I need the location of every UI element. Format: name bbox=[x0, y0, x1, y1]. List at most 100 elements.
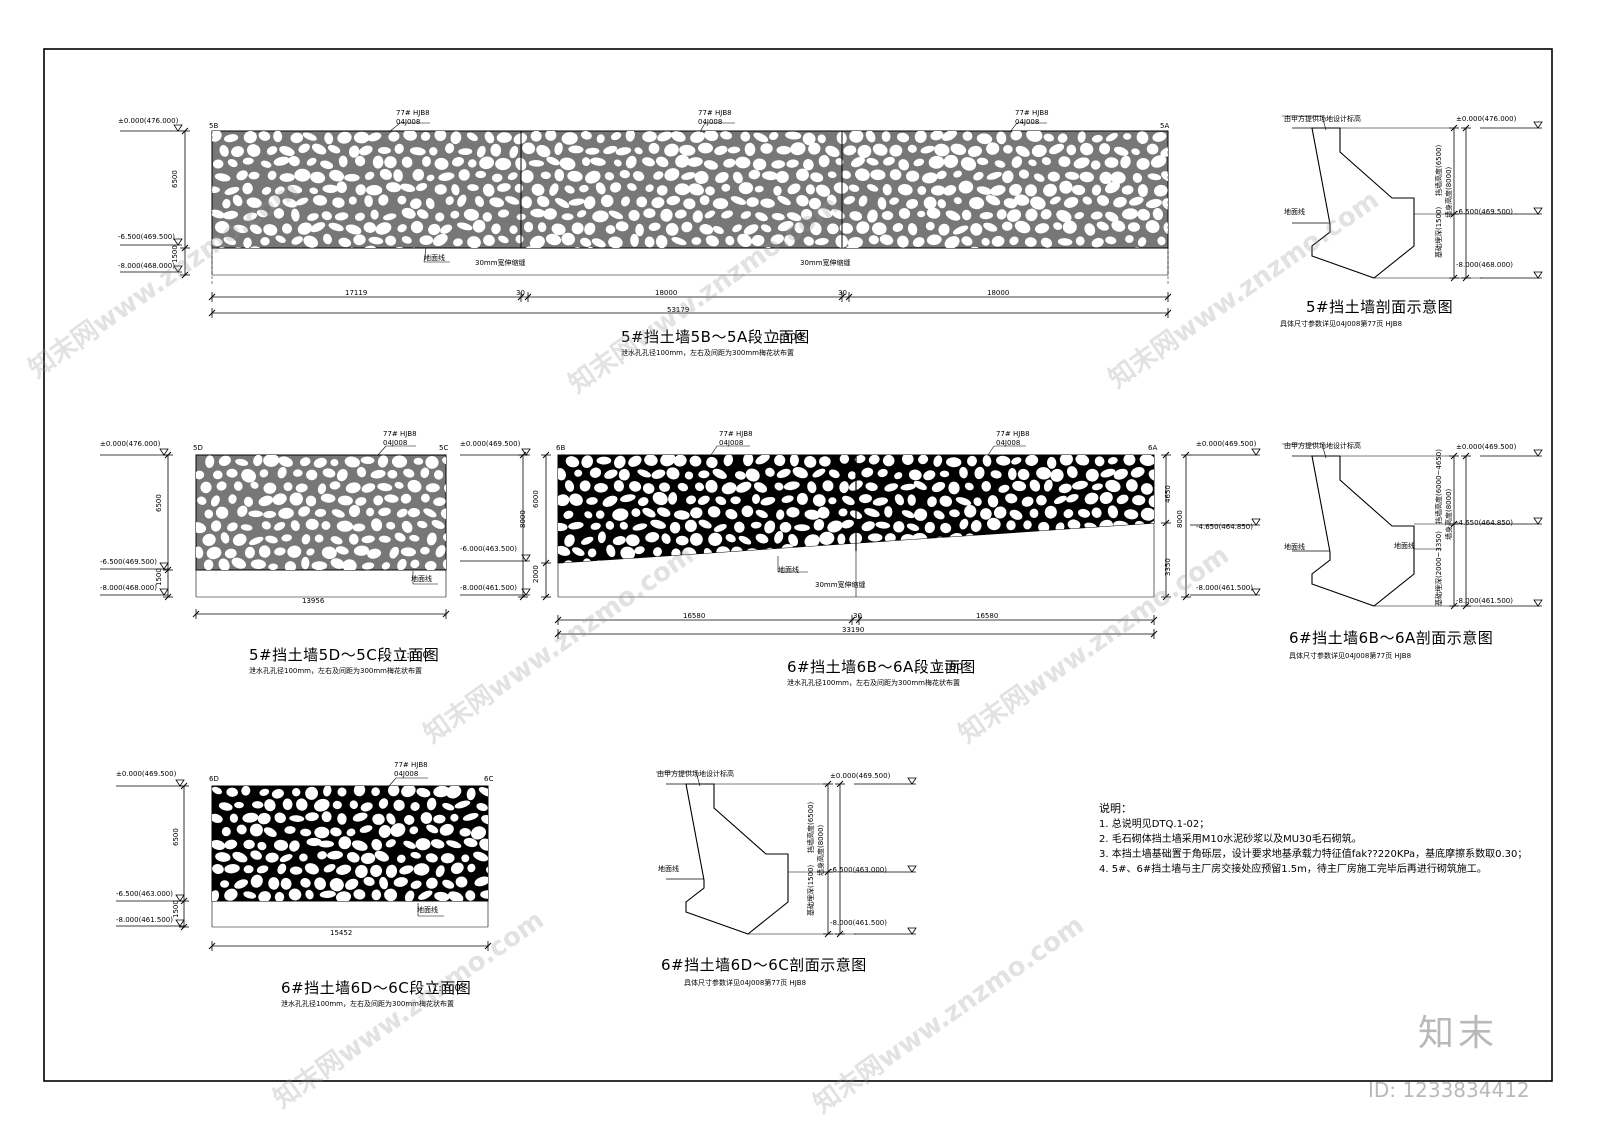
stone bbox=[420, 467, 430, 479]
p7-profile bbox=[685, 783, 789, 935]
leader bbox=[695, 771, 701, 787]
stone bbox=[973, 171, 984, 181]
p4-elev-top-l: ±0.000(469.500) bbox=[460, 440, 521, 448]
stone bbox=[976, 133, 993, 145]
stone bbox=[744, 142, 756, 156]
stone bbox=[804, 534, 820, 548]
stone bbox=[803, 159, 814, 171]
stone bbox=[919, 248, 935, 257]
stone bbox=[907, 144, 917, 153]
dim-slash bbox=[1462, 452, 1470, 460]
stone bbox=[1120, 155, 1131, 169]
stone bbox=[227, 159, 238, 168]
stone bbox=[734, 471, 746, 480]
stone bbox=[690, 507, 703, 519]
stone bbox=[523, 221, 534, 233]
stone bbox=[338, 836, 352, 850]
stone bbox=[737, 233, 752, 247]
stone bbox=[930, 185, 946, 196]
stone bbox=[762, 171, 778, 181]
stone bbox=[896, 132, 910, 143]
stone bbox=[232, 194, 243, 207]
stone bbox=[764, 520, 776, 534]
stone bbox=[723, 455, 734, 467]
stone bbox=[244, 546, 255, 559]
leader bbox=[388, 777, 397, 787]
stone bbox=[359, 825, 373, 833]
stone bbox=[962, 131, 973, 141]
stone bbox=[206, 546, 222, 560]
stone bbox=[897, 235, 909, 248]
stone bbox=[212, 839, 226, 851]
stone bbox=[336, 520, 353, 532]
stone bbox=[275, 235, 286, 243]
stone bbox=[425, 198, 435, 209]
stone bbox=[513, 133, 528, 145]
stone bbox=[393, 877, 408, 887]
stone bbox=[1113, 468, 1128, 480]
stone bbox=[551, 223, 566, 236]
stone bbox=[805, 184, 815, 195]
stone bbox=[1099, 492, 1113, 504]
stone bbox=[442, 879, 455, 889]
stone bbox=[589, 467, 602, 478]
p1-elev-bot: -8.000(468.000) bbox=[118, 262, 175, 270]
stone bbox=[934, 143, 950, 157]
stone bbox=[539, 249, 549, 259]
stone bbox=[801, 208, 813, 220]
stone bbox=[473, 851, 488, 862]
stone bbox=[596, 134, 605, 144]
stone bbox=[830, 209, 845, 220]
stone bbox=[1127, 222, 1140, 232]
stone bbox=[322, 468, 336, 478]
stone bbox=[774, 482, 784, 491]
stone bbox=[442, 803, 455, 811]
notes-list: 1. 总说明见DTQ.1-02； 2. 毛石砌体挡土墙采用M10水泥砂浆以及MU… bbox=[1099, 817, 1527, 877]
stone bbox=[306, 469, 318, 481]
p3-total-dim: 13956 bbox=[302, 597, 325, 605]
stone bbox=[1049, 143, 1065, 155]
p3-right-mark: 5C bbox=[439, 444, 449, 452]
stone bbox=[305, 518, 319, 531]
stone bbox=[913, 158, 925, 167]
stone bbox=[1147, 250, 1158, 260]
stone bbox=[1061, 247, 1079, 263]
stone bbox=[1062, 220, 1077, 234]
stone bbox=[374, 850, 389, 862]
stone bbox=[1153, 184, 1168, 197]
stone bbox=[212, 131, 222, 142]
stone bbox=[774, 455, 786, 467]
stone bbox=[958, 180, 974, 194]
dim-slash bbox=[554, 630, 562, 638]
note-item-2: 2. 毛石砌体挡土墙采用M10水泥砂浆以及MU30毛石砌筑。 bbox=[1099, 834, 1362, 845]
stone bbox=[681, 221, 693, 233]
stone bbox=[1023, 520, 1032, 530]
stone bbox=[258, 891, 271, 901]
p1-ref-bot-2: 04J008 bbox=[698, 118, 723, 126]
stone bbox=[1043, 183, 1057, 197]
stone bbox=[1026, 131, 1043, 142]
stone bbox=[915, 559, 930, 563]
p1-ref-top-3: 77# HJB8 bbox=[1015, 109, 1049, 117]
stone bbox=[226, 787, 238, 797]
stone bbox=[354, 155, 366, 167]
stone bbox=[359, 145, 373, 156]
stone bbox=[1113, 248, 1127, 262]
stone bbox=[315, 251, 330, 260]
stone bbox=[952, 225, 969, 235]
stone bbox=[1122, 208, 1138, 220]
p1-seg-dim-4: 30 bbox=[838, 289, 847, 297]
leader bbox=[1321, 115, 1327, 131]
stone bbox=[291, 236, 303, 245]
stone bbox=[723, 158, 736, 168]
stone bbox=[1014, 220, 1031, 234]
stone bbox=[1072, 480, 1088, 490]
stone bbox=[479, 156, 495, 170]
stone bbox=[385, 839, 396, 848]
stone bbox=[819, 531, 835, 545]
stone bbox=[366, 185, 383, 196]
stone bbox=[712, 468, 727, 480]
stone bbox=[585, 147, 600, 155]
p1-ground-label: 地面线 bbox=[424, 254, 445, 262]
stone bbox=[361, 535, 375, 544]
